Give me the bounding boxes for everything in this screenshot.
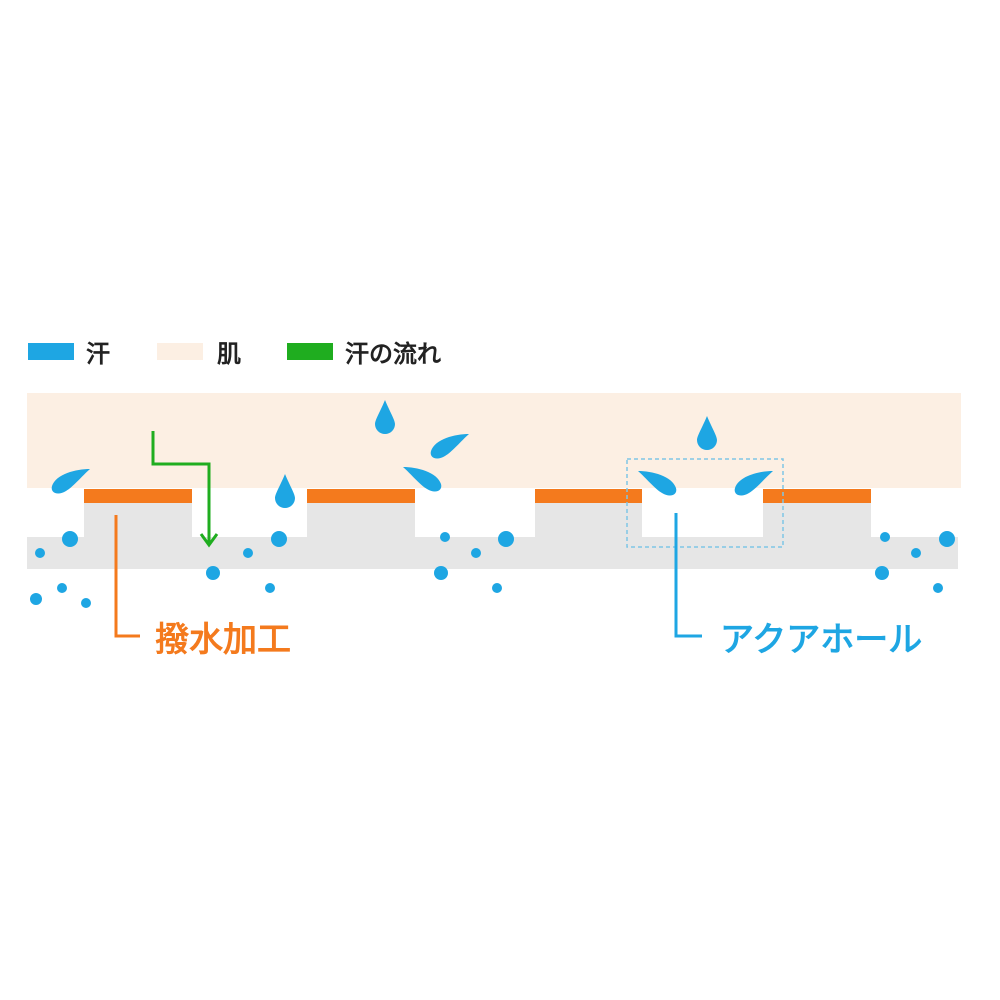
sweat-drop bbox=[911, 548, 921, 558]
water-repellent-label: 撥水加工 bbox=[155, 620, 291, 660]
legend-skin-label: 肌 bbox=[217, 340, 241, 368]
sweat-drop bbox=[403, 467, 442, 492]
legend-sweat-flow-swatch bbox=[287, 343, 333, 360]
fabric-raised-4 bbox=[763, 502, 871, 538]
legend-sweat-flow-label: 汗の流れ bbox=[345, 340, 441, 368]
legend-sweat-label: 汗 bbox=[86, 340, 110, 368]
water-repellent-leader-line bbox=[114, 515, 140, 638]
fabric-raised-2 bbox=[307, 502, 415, 538]
fabric-layer bbox=[27, 502, 958, 569]
legend-sweat-swatch bbox=[28, 343, 74, 360]
aqua-hole-callout: アクアホール bbox=[674, 513, 922, 660]
legend-skin-swatch bbox=[157, 343, 203, 360]
sweat-drop bbox=[498, 531, 514, 547]
sweat-drop bbox=[638, 471, 677, 496]
sweat-drop bbox=[206, 566, 220, 580]
legend: 汗 肌 汗の流れ bbox=[28, 340, 441, 368]
sweat-drop bbox=[35, 548, 45, 558]
sweat-drop bbox=[265, 583, 275, 593]
aqua-hole-highlight bbox=[626, 458, 784, 548]
sweat-drop bbox=[697, 416, 717, 450]
sweat-drop bbox=[492, 583, 502, 593]
coating-strips bbox=[84, 489, 871, 503]
sweat-flow-arrow-head bbox=[199, 533, 219, 548]
sweat-drop bbox=[271, 531, 287, 547]
coating-strip bbox=[535, 489, 642, 503]
sweat-drop bbox=[440, 532, 450, 542]
fabric-raised-1 bbox=[84, 502, 192, 538]
coating-strip bbox=[84, 489, 192, 503]
sweat-drop bbox=[375, 400, 395, 434]
sweat-drop bbox=[243, 548, 253, 558]
sweat-drop bbox=[471, 548, 481, 558]
sweat-drop bbox=[434, 566, 448, 580]
sweat-drops bbox=[30, 400, 955, 608]
sweat-drop bbox=[933, 583, 943, 593]
sweat-drop bbox=[875, 566, 889, 580]
sweat-drop bbox=[57, 583, 67, 593]
fabric-base bbox=[27, 537, 958, 569]
sweat-drop bbox=[939, 531, 955, 547]
sweat-drop bbox=[880, 532, 890, 542]
sweat-drop bbox=[51, 469, 90, 494]
fabric-raised-3 bbox=[535, 502, 642, 538]
aqua-hole-leader-line bbox=[674, 513, 702, 638]
coating-strip bbox=[307, 489, 415, 503]
coating-strip bbox=[763, 489, 871, 503]
sweat-drop bbox=[734, 471, 773, 496]
sweat-drop bbox=[81, 598, 91, 608]
sweat-drop bbox=[430, 434, 469, 459]
skin-layer bbox=[27, 393, 961, 488]
sweat-flow-arrow bbox=[151, 431, 219, 548]
sweat-drop bbox=[275, 474, 295, 508]
aqua-hole-label: アクアホール bbox=[720, 620, 922, 660]
sweat-drop bbox=[30, 593, 42, 605]
sweat-flow-arrow-line bbox=[151, 431, 211, 543]
sweat-drop bbox=[62, 531, 78, 547]
water-repellent-callout: 撥水加工 bbox=[114, 515, 291, 660]
